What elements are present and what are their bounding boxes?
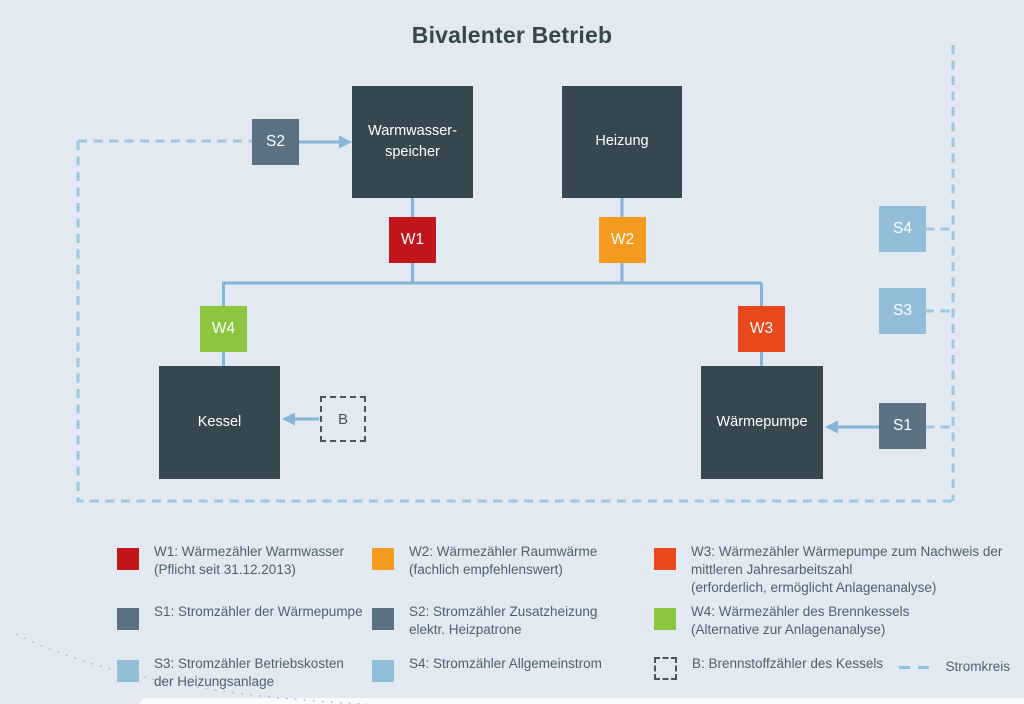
legend-item-s4: S4: Stromzähler Allgemeinstrom	[372, 655, 654, 691]
legend-swatch-s4	[372, 660, 394, 682]
dashed-line-icon	[899, 665, 934, 669]
legend-item-w2: W2: Wärmezähler Raumwärme (fachlich empf…	[372, 543, 654, 591]
legend-label-s3: S3: Stromzähler Betriebskosten der Heizu…	[154, 656, 344, 689]
legend-swatch-w2	[372, 548, 394, 570]
legend-item-s2: S2: Stromzähler Zusatzheizung elektr. He…	[372, 603, 654, 643]
legend-item-w4: W4: Wärmezähler des Brennkessels (Altern…	[654, 603, 1010, 643]
legend-label-s4: S4: Stromzähler Allgemeinstrom	[409, 656, 602, 671]
meter-s3: S3	[879, 288, 926, 334]
page-title: Bivalenter Betrieb	[411, 22, 613, 48]
bottom-section-edge	[140, 698, 1024, 704]
legend-swatch-s1	[117, 608, 139, 630]
legend-swatch-b-dashed	[654, 657, 677, 680]
meter-s1: S1	[879, 403, 926, 449]
legend-item-w3: W3: Wärmezähler Wärmepumpe zum Nachweis …	[654, 543, 1010, 595]
legend-swatch-s3	[117, 660, 139, 682]
legend-item-s1: S1: Stromzähler der Wärmepumpe	[117, 603, 372, 643]
meter-w2: W2	[599, 217, 646, 263]
legend-label-stromkreis: Stromkreis	[945, 659, 1010, 674]
legend-swatch-w1	[117, 548, 139, 570]
legend-label-s1: S1: Stromzähler der Wärmepumpe	[154, 604, 363, 619]
legend-item-w1: W1: Wärmezähler Warmwasser (Pflicht seit…	[117, 543, 372, 591]
legend-label-w2: W2: Wärmezähler Raumwärme (fachlich empf…	[409, 544, 598, 577]
node-waermepumpe: Wärmepumpe	[701, 366, 823, 479]
legend-label-w1: W1: Wärmezähler Warmwasser (Pflicht seit…	[154, 544, 345, 577]
arrowhead-s2-to-speicher	[339, 135, 352, 149]
legend-label-w4: W4: Wärmezähler des Brennkessels (Altern…	[691, 604, 910, 637]
legend-item-s3: S3: Stromzähler Betriebskosten der Heizu…	[117, 655, 372, 691]
legend: W1: Wärmezähler Warmwasser (Pflicht seit…	[117, 543, 1010, 691]
arrowhead-s1-to-waermepumpe	[825, 420, 838, 434]
legend-label-w3: W3: Wärmezähler Wärmepumpe zum Nachweis …	[691, 544, 1003, 595]
meter-s4: S4	[879, 206, 926, 252]
node-kessel: Kessel	[159, 366, 280, 479]
meter-s2: S2	[252, 119, 299, 165]
legend-label-b: B: Brennstoffzähler des Kessels	[692, 656, 884, 671]
meter-b-fuel-counter: B	[320, 396, 366, 442]
arrowhead-b-to-kessel	[282, 412, 295, 426]
node-heizung: Heizung	[562, 86, 682, 198]
meter-w3: W3	[738, 306, 785, 352]
legend-swatch-w4	[654, 608, 676, 630]
legend-row3-col3: B: Brennstoffzähler des Kessels Stromkre…	[654, 655, 1010, 691]
legend-item-b: B: Brennstoffzähler des Kessels	[654, 655, 883, 680]
meter-w1: W1	[389, 217, 436, 263]
legend-label-s2: S2: Stromzähler Zusatzheizung elektr. He…	[409, 604, 598, 637]
legend-item-stromkreis: Stromkreis	[899, 655, 1010, 676]
legend-swatch-w3	[654, 548, 676, 570]
node-warmwasserspeicher: Warmwasser- speicher	[352, 86, 473, 198]
meter-w4: W4	[200, 306, 247, 352]
legend-swatch-s2	[372, 608, 394, 630]
